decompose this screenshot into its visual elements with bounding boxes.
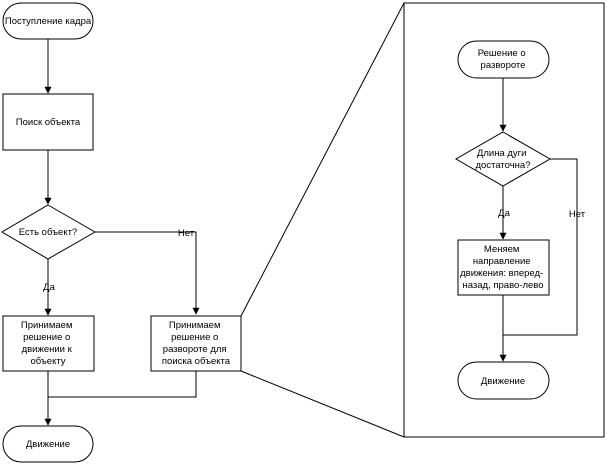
edge-merge — [48, 371, 197, 398]
detail-node-change-dir-label: Меняем направление движения: вперед- наз… — [460, 244, 546, 291]
detail-node-start-label: Решение о развороте — [478, 48, 529, 71]
node-search: Поиск объекта — [2, 93, 94, 151]
node-has-object-label: Есть объект? — [19, 227, 77, 238]
zoom-connector-top — [240, 2, 405, 317]
node-decide-move-label: Принимаем решение о движении к объекту — [21, 320, 75, 367]
node-decide-turn-label: Принимаем решение о развороте для поиска… — [162, 320, 231, 367]
detail-node-change-dir: Меняем направление движения: вперед- наз… — [457, 239, 550, 296]
detail-node-move: Движение — [457, 361, 550, 400]
node-search-label: Поиск объекта — [16, 117, 81, 128]
node-decide-move: Принимаем решение о движении к объекту — [2, 315, 95, 372]
detail-node-arc-enough: Длина дуги достаточна? — [454, 131, 552, 187]
detail-node-start: Решение о развороте — [457, 40, 550, 79]
edge-no-label: Нет — [178, 228, 195, 239]
detail-edge-no-label: Нет — [569, 209, 586, 220]
zoom-connector-bottom — [240, 370, 405, 438]
edge-no — [95, 231, 200, 315]
node-has-object: Есть объект? — [1, 204, 97, 260]
node-move: Движение — [2, 425, 94, 463]
node-start-label: Поступление кадра — [5, 16, 92, 27]
detail-node-arc-enough-label: Длина дуги достаточна? — [476, 148, 531, 171]
node-start: Поступление кадра — [2, 2, 94, 40]
edge-yes-label: Да — [43, 282, 55, 293]
node-move-label: Движение — [26, 439, 70, 450]
detail-edge-yes-label: Да — [498, 208, 510, 219]
detail-edge-no — [503, 158, 578, 336]
detail-node-move-label: Движение — [481, 376, 525, 387]
node-decide-turn: Принимаем решение о развороте для поиска… — [150, 315, 242, 372]
